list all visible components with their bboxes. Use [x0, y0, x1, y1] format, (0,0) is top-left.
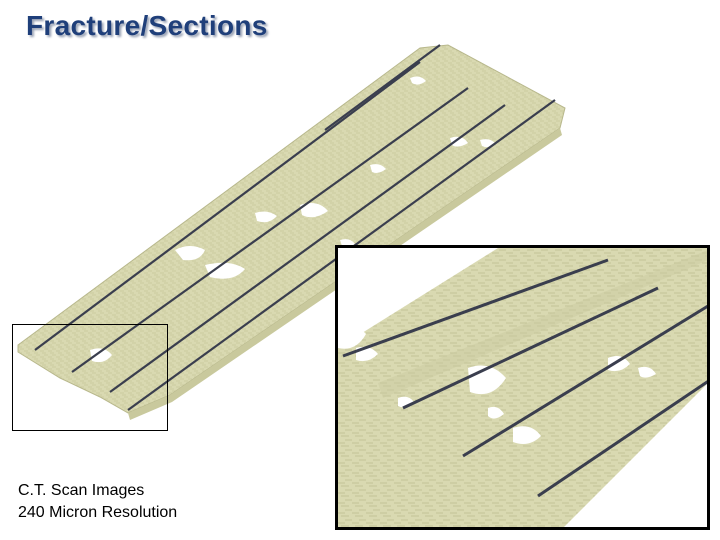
- caption: C.T. Scan Images 240 Micron Resolution: [18, 480, 177, 524]
- inset-slab-edge: [378, 250, 707, 398]
- magnified-inset: [335, 245, 710, 530]
- zoom-region-box: [12, 324, 168, 431]
- caption-line-2: 240 Micron Resolution: [18, 504, 178, 521]
- caption-line-1: C.T. Scan Images: [18, 482, 145, 499]
- inset-slab-surface: [338, 248, 707, 527]
- inset-fracture-lines: [342, 258, 707, 498]
- slab-edge: [128, 128, 562, 420]
- slide-title: Fracture/Sections: [26, 10, 268, 41]
